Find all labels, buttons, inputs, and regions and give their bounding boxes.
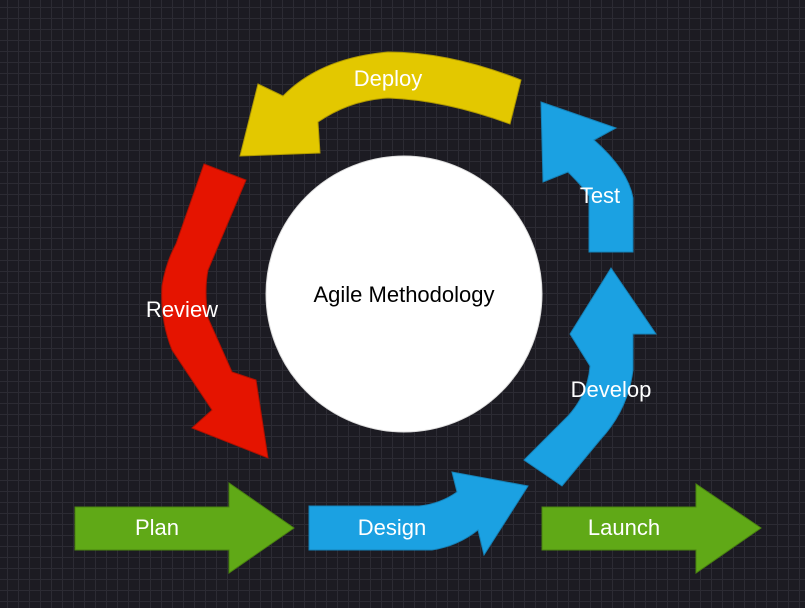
- deploy-arrow[interactable]: [239, 51, 522, 157]
- plan-arrow[interactable]: [74, 482, 295, 574]
- center-circle[interactable]: [265, 155, 543, 433]
- test-label: Test: [579, 183, 621, 208]
- design-label: Design: [357, 515, 427, 540]
- launch-arrow[interactable]: [541, 483, 762, 574]
- deploy-label: Deploy: [353, 66, 423, 91]
- develop-arrow[interactable]: [523, 267, 657, 487]
- center-label: Agile Methodology: [313, 282, 495, 307]
- plan-label: Plan: [134, 515, 180, 540]
- launch-label: Launch: [587, 515, 661, 540]
- review-arrow[interactable]: [161, 163, 269, 459]
- test-arrow[interactable]: [540, 101, 634, 253]
- review-label: Review: [145, 297, 219, 322]
- design-arrow[interactable]: [308, 471, 529, 557]
- develop-label: Develop: [570, 377, 652, 402]
